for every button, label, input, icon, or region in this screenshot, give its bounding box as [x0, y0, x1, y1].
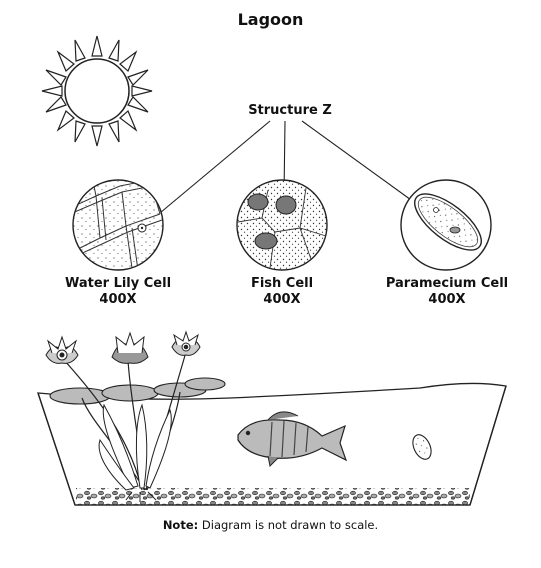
water-lily-cell-icon: [72, 179, 164, 271]
fish-cell-label: Fish Cell 400X: [250, 276, 314, 307]
fish-cell-icon: [236, 179, 328, 271]
water-lily-icon: [45, 330, 226, 502]
paramecium-icon: [412, 434, 432, 460]
paramecium-cell-icon: [400, 179, 492, 271]
paramecium-cell-label: Paramecium Cell 400X: [385, 276, 509, 307]
structure-z-label: Structure Z: [248, 103, 332, 118]
page-title: Lagoon: [237, 10, 304, 29]
water-lily-cell-label: Water Lily Cell 400X: [64, 276, 172, 307]
sun-icon: [41, 35, 153, 147]
scale-note: Note: Diagram is not drawn to scale.: [162, 518, 379, 532]
fish-icon: [237, 411, 348, 468]
lily-flower-icon: [45, 330, 201, 364]
